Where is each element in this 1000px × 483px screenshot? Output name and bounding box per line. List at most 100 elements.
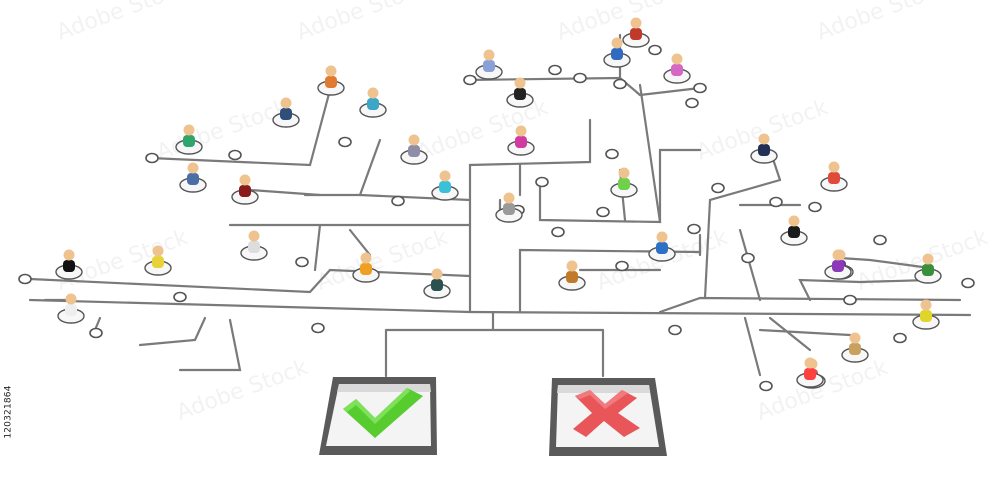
figure-head <box>828 161 840 173</box>
figure-body <box>408 145 420 157</box>
figure-body <box>503 203 515 215</box>
empty-node <box>391 195 405 207</box>
connection-lines <box>18 33 972 378</box>
figure-head <box>367 87 379 99</box>
figure-top-08 <box>272 97 300 128</box>
empty-nodes <box>18 44 975 392</box>
figure-head <box>618 167 630 179</box>
empty-node <box>808 201 822 213</box>
figure-mid-01 <box>400 134 428 165</box>
stock-id-label: 120321864 <box>2 372 16 452</box>
figure-left-01 <box>175 124 203 155</box>
figure-low-03 <box>240 230 268 261</box>
empty-node <box>463 74 477 86</box>
connector-line <box>518 83 662 224</box>
figure-head <box>566 260 578 272</box>
figure-head <box>514 77 526 89</box>
empty-node <box>843 294 857 306</box>
figure-head <box>280 97 292 109</box>
figure-right-07 <box>912 299 940 330</box>
figure-body <box>187 173 199 185</box>
connector-line <box>28 298 972 317</box>
empty-node <box>615 260 629 272</box>
figure-body <box>515 136 527 148</box>
figure-left-02 <box>179 162 207 193</box>
decision-boxes <box>319 377 667 456</box>
figure-mid-03 <box>431 170 459 201</box>
figure-body <box>566 271 578 283</box>
watermark-text: Adobe Stock <box>154 95 292 166</box>
empty-node <box>338 136 352 148</box>
figure-head <box>187 162 199 174</box>
empty-node <box>759 380 773 392</box>
figure-head <box>920 299 932 311</box>
figure-body <box>656 242 668 254</box>
figure-body <box>183 135 195 147</box>
figure-body <box>849 343 861 355</box>
watermark-text: Adobe Stock <box>54 0 192 46</box>
figure-low-07 <box>824 249 852 280</box>
figure-low-01 <box>55 249 83 280</box>
empty-node <box>668 324 682 336</box>
empty-node <box>311 322 325 334</box>
figure-body <box>758 144 770 156</box>
figure-head <box>656 231 668 243</box>
figure-head <box>152 245 164 257</box>
connector-line <box>463 76 642 97</box>
figure-head <box>832 249 844 261</box>
empty-node <box>89 327 103 339</box>
figure-low-02 <box>144 245 172 276</box>
figure-body <box>360 263 372 275</box>
figure-body <box>514 88 526 100</box>
figure-left-03 <box>231 174 259 205</box>
empty-node <box>961 277 975 289</box>
figure-top-07 <box>359 87 387 118</box>
figure-body <box>630 28 642 40</box>
figure-head <box>758 133 770 145</box>
connector-line <box>518 248 702 314</box>
person-figures <box>55 17 942 389</box>
figure-mid-04 <box>495 192 523 223</box>
figure-right-03 <box>780 215 808 246</box>
connector-line <box>838 256 932 270</box>
figure-head <box>515 125 527 137</box>
figure-body <box>152 256 164 268</box>
connector-line <box>703 178 782 300</box>
figure-right-04 <box>648 231 676 262</box>
connector-line <box>798 278 932 302</box>
empty-node <box>711 182 725 194</box>
figure-head <box>65 293 77 305</box>
empty-node <box>295 256 309 268</box>
figure-right-08 <box>841 332 869 363</box>
figure-body <box>439 181 451 193</box>
figure-top-04 <box>475 49 503 80</box>
figure-top-03 <box>663 53 691 84</box>
figure-right-06 <box>914 253 942 284</box>
connector-line <box>138 316 242 372</box>
figure-head <box>239 174 251 186</box>
figure-body <box>325 76 337 88</box>
empty-node <box>573 72 587 84</box>
empty-node <box>173 291 187 303</box>
figure-body <box>63 260 75 272</box>
reject-box-inner-shadow <box>557 385 650 393</box>
empty-node <box>605 148 619 160</box>
stock-id-text: 120321864 <box>4 385 14 439</box>
connector-line <box>738 203 802 302</box>
figure-head <box>611 37 623 49</box>
reject-box <box>549 378 667 456</box>
connector-line <box>228 223 472 272</box>
connector-line <box>348 228 372 257</box>
figure-low-09 <box>57 293 85 324</box>
figure-head <box>63 249 75 261</box>
empty-node <box>551 226 565 238</box>
connector-line <box>384 310 605 378</box>
figure-head <box>439 170 451 182</box>
figure-head <box>503 192 515 204</box>
empty-node <box>548 64 562 76</box>
empty-node <box>18 273 32 285</box>
connector-line <box>658 148 702 224</box>
empty-node <box>873 234 887 246</box>
figure-body <box>367 98 379 110</box>
